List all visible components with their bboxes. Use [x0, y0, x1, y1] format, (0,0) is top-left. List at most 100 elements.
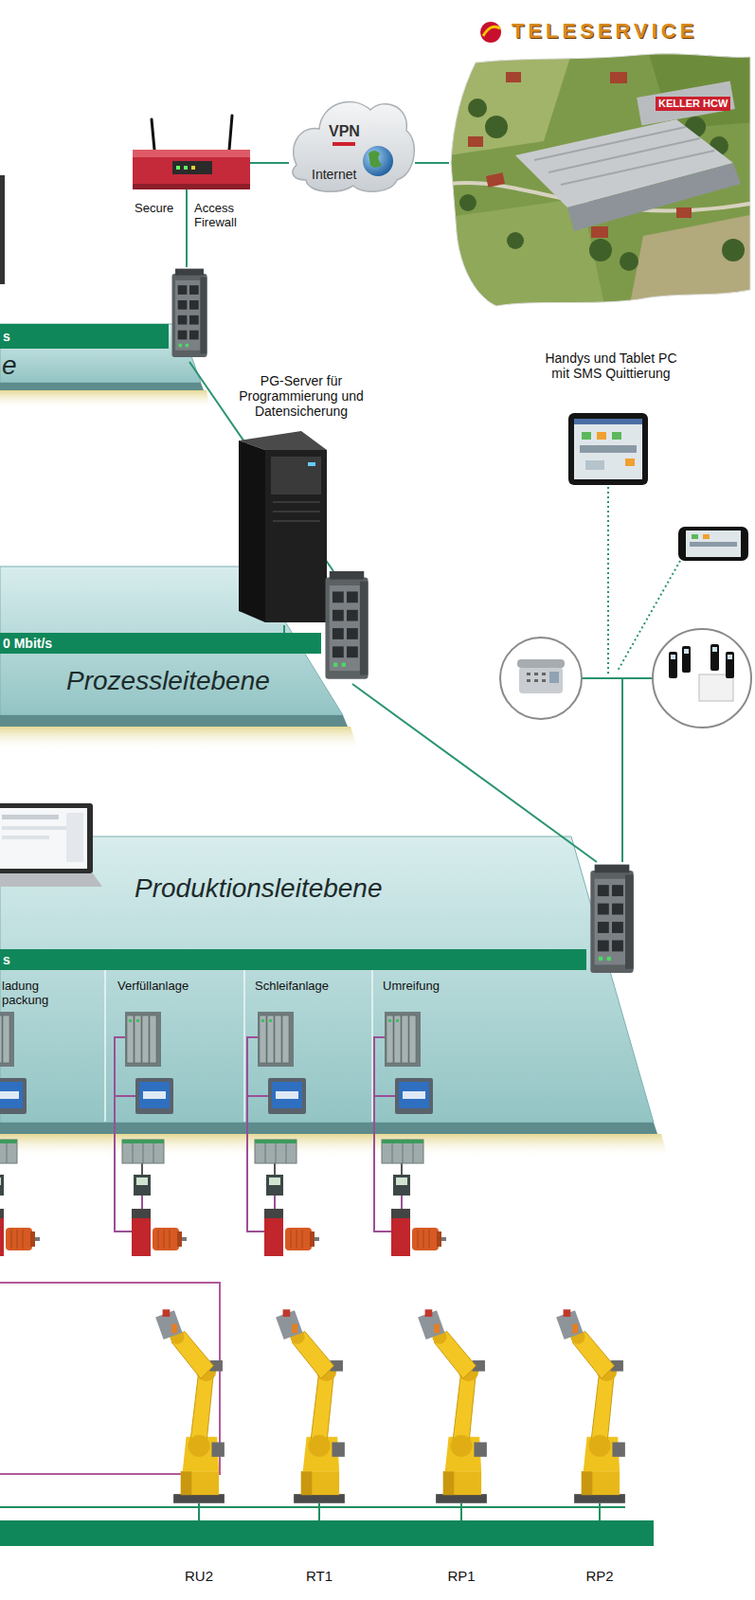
- cloud-label: VPN: [328, 123, 360, 141]
- dect-phones: [683, 648, 689, 654]
- device-label: Secure: [134, 200, 174, 216]
- station: Verfüllanlage: [105, 971, 245, 1122]
- level-plate-shape: [0, 382, 204, 391]
- logo-icon: [480, 21, 502, 43]
- globe: [362, 145, 394, 177]
- laptop: [1, 835, 50, 840]
- server: PG-Server für Programmierung und Datensi…: [234, 371, 368, 626]
- cloud-shape: [292, 101, 414, 192]
- monitor-edge: [0, 175, 5, 285]
- globe: [368, 150, 382, 168]
- dect-phones: [727, 654, 733, 660]
- monitor-edge: [0, 175, 5, 285]
- dect-phones: [699, 674, 734, 702]
- dect-phones: [710, 644, 720, 671]
- tablet: [574, 418, 643, 480]
- network-link: [283, 625, 286, 633]
- laptop: [0, 803, 93, 874]
- dect-phones: [652, 629, 752, 728]
- smartphone: [685, 530, 741, 558]
- cloud-label: Internet: [311, 166, 357, 182]
- dect-phones: [682, 646, 691, 673]
- desk-phone: [541, 672, 546, 676]
- level-plate-shape: [0, 1133, 668, 1158]
- aerial-photo: [591, 226, 609, 238]
- network-switch: [324, 571, 368, 680]
- photo-outline: [450, 53, 751, 306]
- network-bus: 0 Mbit/s: [0, 632, 322, 654]
- level-plate-shape: [0, 558, 360, 754]
- server-tower: [265, 449, 327, 623]
- desk-phone: [519, 666, 563, 694]
- tablet: [568, 413, 648, 486]
- level-plate-shape: [0, 715, 348, 727]
- logo-icon: [480, 21, 502, 43]
- laptop: [1, 814, 59, 820]
- teleservice-site: TELESERVICEKELLER HCW: [449, 13, 755, 309]
- station: Schleifanlage: [244, 971, 373, 1122]
- smartphone: [689, 541, 738, 547]
- level-name: e: [1, 350, 18, 381]
- desk-phone: [517, 659, 565, 668]
- desk-phone: [534, 672, 539, 676]
- aerial-photo: [505, 71, 522, 83]
- network-switch: [172, 269, 208, 358]
- industrial-robot: [275, 1309, 345, 1503]
- device-label: Access Firewall: [194, 200, 246, 230]
- network-link: [414, 161, 450, 164]
- aerial-photo: [506, 232, 524, 250]
- robot-id: RP2: [556, 1567, 644, 1585]
- globe: [362, 145, 394, 177]
- industrial-robot: [556, 1309, 626, 1503]
- robot-bus: [0, 1503, 626, 1521]
- tablet: [579, 445, 637, 453]
- robot-id: RP1: [417, 1567, 505, 1585]
- aerial-photo: [619, 251, 639, 271]
- router: [183, 165, 188, 170]
- level-plate-shape: [0, 390, 211, 410]
- server-tower: [307, 462, 316, 467]
- desk-phone: [549, 671, 559, 684]
- robot: RU2: [153, 1305, 247, 1590]
- station-divider: [243, 970, 246, 1122]
- router: [132, 149, 251, 158]
- desk-phone: [526, 672, 531, 676]
- laptop: [0, 803, 103, 887]
- aerial-photo: [449, 13, 755, 309]
- smartphone: [678, 526, 749, 561]
- network-link: [250, 161, 289, 164]
- router: [132, 183, 251, 190]
- level-plate-shape: [0, 566, 343, 716]
- router: [132, 115, 251, 190]
- router: [151, 119, 155, 150]
- level-plate: es: [0, 320, 214, 415]
- network-cable: [621, 678, 624, 863]
- aerial-photo: [676, 207, 692, 218]
- fieldbus-bar: [0, 1520, 654, 1546]
- robot-bus: [197, 1503, 200, 1521]
- robot: RP1: [417, 1305, 507, 1590]
- robot-bus: [318, 1503, 321, 1521]
- robot: RP2: [556, 1305, 646, 1590]
- level-name: Produktionsleitebene: [134, 873, 383, 904]
- robot-bus: [598, 1503, 601, 1521]
- server-label: PG-Server für Programmierung und Datensi…: [236, 373, 366, 419]
- network-switch: [590, 864, 633, 973]
- smartphone: [691, 534, 699, 540]
- station-name: Verfüllanlage: [117, 978, 189, 993]
- robot-bus: [460, 1503, 463, 1521]
- desk-phone: [534, 679, 539, 683]
- robot-bus: [0, 1506, 626, 1509]
- station-divider: [104, 970, 107, 1122]
- desk-phone: [526, 679, 531, 683]
- router: [172, 161, 213, 175]
- bus-speed: s: [2, 328, 11, 344]
- desk-phone: [541, 679, 546, 683]
- dect-phones: [670, 654, 676, 660]
- level-plate-shape: [0, 1122, 658, 1134]
- bus-speed: s: [2, 952, 11, 968]
- station-name: ladung packung: [1, 978, 57, 1007]
- network-bus: s: [0, 323, 169, 349]
- server-tower: [272, 511, 321, 513]
